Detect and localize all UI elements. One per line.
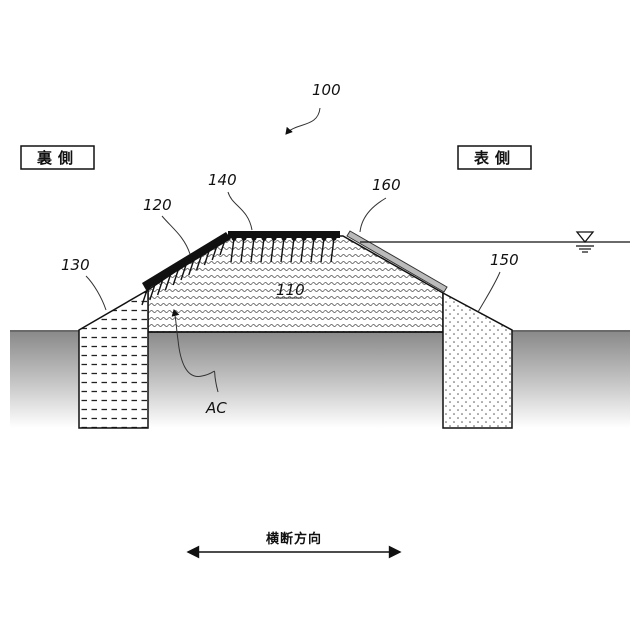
right-toe-body bbox=[443, 293, 512, 428]
label-100: 100 bbox=[312, 81, 341, 99]
label-130: 130 bbox=[61, 256, 90, 274]
back-side-label: 裏側 bbox=[36, 149, 79, 167]
slope-anchor-head bbox=[200, 249, 205, 254]
crest-anchor-head bbox=[291, 235, 296, 240]
crest-anchor-head bbox=[311, 235, 316, 240]
leader-100 bbox=[286, 108, 320, 134]
crest-anchor-head bbox=[281, 235, 286, 240]
back-side-box: 裏側 bbox=[21, 146, 94, 169]
crest-anchor-head bbox=[331, 235, 336, 240]
crest-anchor-head bbox=[321, 235, 326, 240]
leader-160 bbox=[360, 198, 386, 232]
leader-120 bbox=[162, 216, 190, 254]
label-150: 150 bbox=[490, 251, 519, 269]
crest-anchor-head bbox=[301, 235, 306, 240]
leader-150 bbox=[478, 272, 500, 312]
slope-anchor-head bbox=[216, 239, 221, 244]
crest-anchor-head bbox=[261, 235, 266, 240]
label-ac: AC bbox=[205, 399, 227, 417]
slope-anchor-head bbox=[184, 259, 189, 264]
crest-anchor-head bbox=[271, 235, 276, 240]
slope-anchor-head bbox=[161, 274, 166, 279]
left-drain-body bbox=[79, 290, 148, 428]
front-side-box: 表側 bbox=[458, 146, 531, 169]
slope-anchor-head bbox=[192, 254, 197, 259]
slope-anchor-head bbox=[153, 279, 158, 284]
crest-anchor-head bbox=[251, 235, 256, 240]
front-side-label: 表側 bbox=[474, 149, 516, 167]
label-140: 140 bbox=[208, 171, 237, 189]
slope-anchor-head bbox=[169, 269, 174, 274]
label-110: 110 bbox=[276, 281, 305, 299]
leader-130 bbox=[86, 276, 106, 310]
direction-label: 横断方向 bbox=[266, 531, 322, 547]
slope-anchor-head bbox=[177, 264, 182, 269]
crest-anchor-head bbox=[231, 235, 236, 240]
label-160: 160 bbox=[372, 176, 401, 194]
leader-140 bbox=[228, 192, 252, 230]
label-120: 120 bbox=[143, 196, 172, 214]
slope-anchor-head bbox=[208, 244, 213, 249]
slope-anchor-head bbox=[145, 284, 150, 289]
slope-anchor-head bbox=[223, 234, 228, 239]
crest-anchor-head bbox=[241, 235, 246, 240]
